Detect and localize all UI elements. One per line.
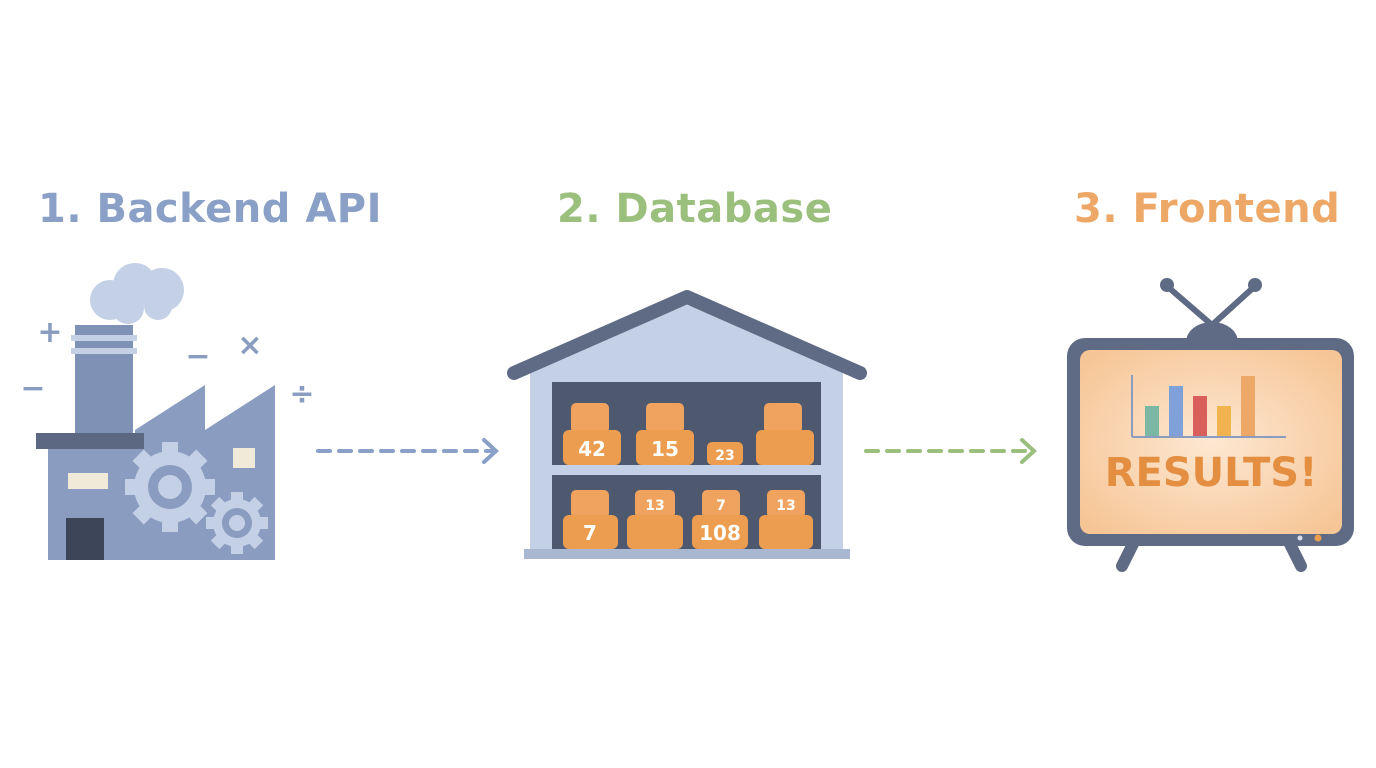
chart-bar <box>1217 406 1231 436</box>
stage-title-database: 2. Database <box>557 186 833 232</box>
factory-icon: + − − × ÷ <box>20 263 315 560</box>
box-label: 42 <box>578 437 606 461</box>
antenna-icon <box>1160 278 1262 342</box>
data-box <box>563 515 618 549</box>
stage-title-frontend: 3. Frontend <box>1074 186 1341 232</box>
shelf <box>546 465 827 475</box>
results-text: RESULTS! <box>1105 450 1318 496</box>
times-symbol: × <box>237 328 262 363</box>
box-tag: 13 <box>776 498 795 514</box>
math-symbols: + − − × ÷ <box>20 315 314 412</box>
box-stack: 7 108 <box>692 490 748 549</box>
chart-bar <box>1169 386 1183 436</box>
box-stack: 42 <box>563 403 621 465</box>
minus-symbol-2: − <box>185 339 210 374</box>
data-box <box>627 515 683 549</box>
data-box <box>759 515 813 549</box>
data-box <box>756 430 814 465</box>
box-label: 108 <box>699 521 741 545</box>
box-stack: 7 <box>563 490 618 549</box>
box-label: 15 <box>651 437 679 461</box>
chimney <box>75 325 133 437</box>
box-tag: 7 <box>716 498 726 514</box>
box-tag: 13 <box>645 498 664 514</box>
chart-bar <box>1145 406 1159 436</box>
tv-icon: RESULTS! <box>1067 278 1354 572</box>
tv-screen <box>1080 350 1342 534</box>
minus-symbol: − <box>20 371 45 406</box>
divide-symbol: ÷ <box>289 377 314 412</box>
box-stack: 15 <box>636 403 694 465</box>
data-box <box>707 442 743 465</box>
box-stack: 13 <box>759 490 813 549</box>
arrow-database-to-frontend <box>864 438 1037 464</box>
box-stack <box>756 403 814 465</box>
stage-title-backend: 1. Backend API <box>38 186 382 232</box>
warehouse-icon: 42 15 23 7 13 7 108 <box>507 290 867 559</box>
chart-bar <box>1241 376 1255 436</box>
box-label: 23 <box>715 448 734 464</box>
gear-icon <box>125 442 215 532</box>
smoke-cloud-icon <box>90 263 184 324</box>
factory-door <box>66 518 104 560</box>
box-stack: 13 <box>627 490 683 549</box>
box-label: 7 <box>583 521 597 545</box>
plus-symbol: + <box>37 315 62 350</box>
box-stack: 23 <box>707 442 743 465</box>
data-box <box>692 515 748 549</box>
small-gear-icon <box>206 492 268 554</box>
warehouse-roof <box>507 290 867 380</box>
bar-chart <box>1131 375 1286 438</box>
data-box <box>563 430 621 465</box>
arrow-backend-to-database <box>316 438 499 464</box>
chart-bar <box>1193 396 1207 436</box>
data-box <box>636 430 694 465</box>
